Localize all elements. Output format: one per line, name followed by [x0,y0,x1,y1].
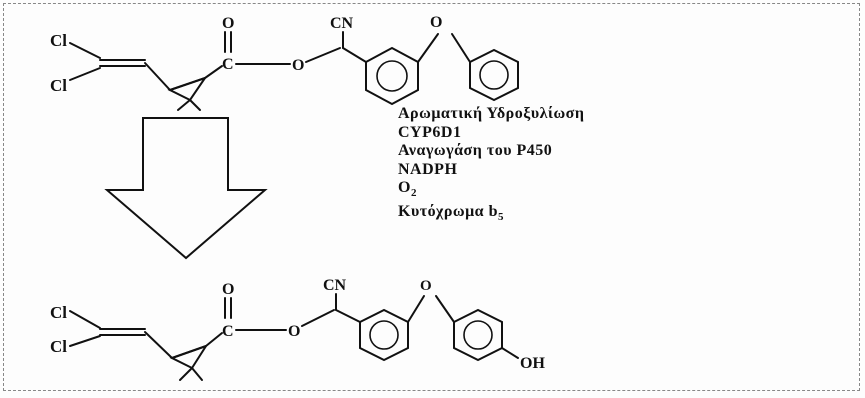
reactant-carbonyl-o: O [222,15,234,32]
bond-cl1 [69,42,101,59]
condition-reductase: Αναγωγάση του P450 [398,142,553,159]
product-cl-bottom: Cl [50,337,67,356]
reaction-conditions: Αρωματική Υδροξυλίωση CYP6D1 Αναγωγάση τ… [398,105,584,226]
p-methyl-2 [191,367,203,381]
bond-ether-2 [451,33,471,63]
p-benzene-ring-1 [359,308,409,362]
aromatic-circle-1 [376,60,408,92]
p-cyclopropane-ring [169,344,209,370]
reactant-ester-o: O [292,57,304,74]
bond-chain [144,62,206,92]
product-molecule: Cl Cl O C O CN O [50,277,545,381]
p-bond-to-ring [335,309,361,323]
reactant-ether-o: O [430,14,442,31]
reaction-arrow [104,117,268,260]
bond-cl2 [69,67,101,81]
product-ether-o: O [420,278,432,294]
methyl-1 [177,99,191,111]
cyclopropane-ring [167,76,208,102]
p-bond-oh [501,347,519,359]
product-cl-top: Cl [50,303,67,322]
benzene-ring-1 [365,46,419,106]
product-ester-o: O [288,323,300,340]
reactant-molecule: Cl Cl O C O CN [50,14,519,111]
p-bond-ether-2 [435,295,455,323]
p-bond-to-carbonyl [205,332,223,347]
bond-o-ch [305,47,341,63]
condition-cytochrome: Κυτόχρωμα b5 [398,202,504,223]
product-nitrile: CN [323,277,347,294]
product-carbonyl-o: O [222,281,234,298]
p-bond-o-ch [301,309,335,327]
p-bond-cl1 [69,310,101,329]
bond-to-ring [342,47,367,63]
reactant-cl-top: Cl [50,31,67,50]
condition-oxygen: O2 [398,179,417,200]
benzene-ring-2 [469,48,519,102]
methyl-2 [189,99,201,111]
condition-enzyme: CYP6D1 [398,123,462,141]
p-methyl-1 [179,367,193,381]
p-bond-cl2 [69,335,101,347]
reactant-cl-bottom: Cl [50,76,67,95]
product-hydroxyl: OH [520,355,545,372]
p-benzene-ring-2 [453,308,503,362]
condition-hydroxylation: Αρωματική Υδροξυλίωση [398,105,585,122]
product-carbonyl-c: C [222,323,234,340]
p-aromatic-circle-1 [369,320,399,350]
aromatic-circle-2 [479,60,509,90]
p-bond-ether-1 [407,295,425,323]
bond-to-carbonyl [204,65,223,79]
figure-border [3,3,860,391]
p-bond-chain [144,331,207,360]
p-aromatic-circle-2 [463,320,493,350]
reactant-nitrile: CN [330,15,354,32]
condition-cofactor: NADPH [398,160,458,178]
bond-ether-1 [417,33,439,63]
reactant-carbonyl-c: C [222,56,234,73]
